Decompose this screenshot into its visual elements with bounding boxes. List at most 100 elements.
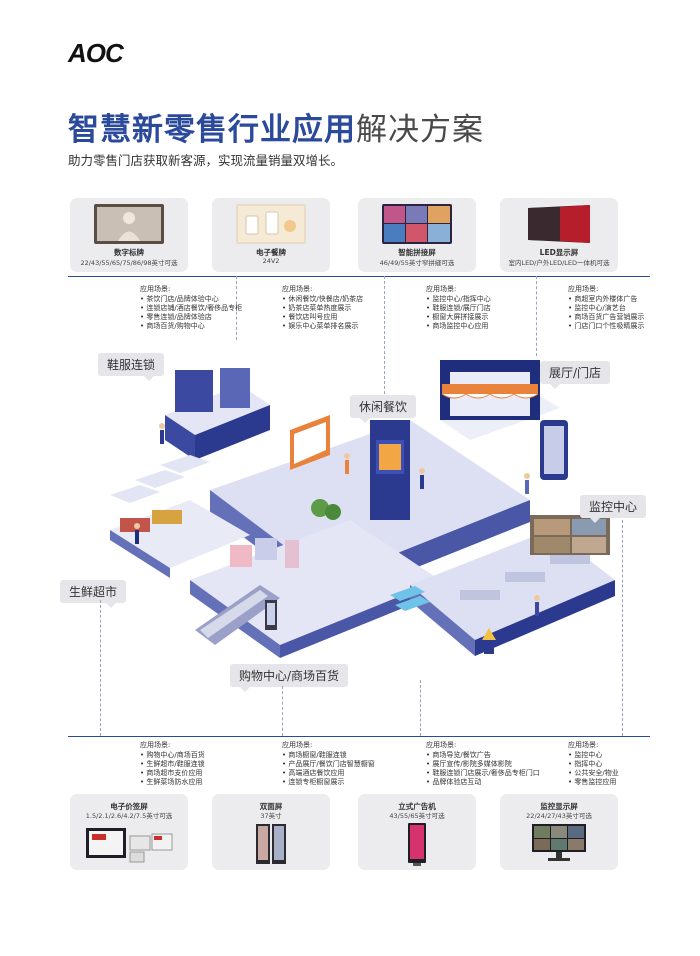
- page-title: 智慧新零售行业应用解决方案: [68, 104, 484, 149]
- product-name: 电子价签屏: [110, 802, 148, 811]
- scene-heading: 应用场景:: [282, 285, 313, 293]
- page-title-main: 智慧新零售行业应用: [68, 112, 356, 148]
- scene-item: 鞋服连锁门店展示/奢侈品专柜门口: [426, 769, 539, 778]
- standing-ad-thumbnail: [408, 823, 426, 866]
- scene-item: 门店门口个性吸睛展示: [568, 322, 644, 331]
- product-name: 电子餐牌: [256, 248, 286, 257]
- monitoring-display-thumbnail: [532, 824, 586, 861]
- zone-label-casual-dining: 休闲餐饮: [350, 395, 417, 423]
- scene-list: 应用场景: 监控中心 指挥中心 公共安全/物业 零售监控应用: [568, 741, 619, 787]
- product-card-double-sided-display: 双面屏 37英寸: [212, 794, 330, 870]
- product-card-video-wall: 智能拼接屏 46/49/55英寸窄拼缝可选: [358, 198, 476, 272]
- scene-list: 应用场景: 休闲餐饮/快餐店/奶茶店 奶茶店菜单热度展示 餐饮店叫号应用 娱乐中…: [282, 285, 363, 331]
- scene-item: 零售监控应用: [568, 778, 619, 787]
- product-spec: 46/49/55英寸窄拼缝可选: [379, 259, 455, 267]
- page-subtitle: 助力零售门店获取新客源，实现流量销量双增长。: [68, 153, 344, 168]
- product-name: 双面屏: [259, 802, 283, 811]
- product-spec: 室内LED/户外LED/LED一体机可选: [508, 259, 610, 267]
- store-isometric-illustration: [110, 360, 615, 658]
- scene-item: 商场百货广告营销展示: [568, 313, 644, 322]
- product-card-menu-board: 电子餐牌 24V2: [212, 198, 330, 272]
- scene-heading: 应用场景:: [282, 741, 313, 749]
- connector-line: [384, 276, 385, 394]
- scene-item: 高端酒店餐饮应用: [282, 769, 375, 778]
- scene-item: 商场橱窗/鞋服连锁: [282, 751, 375, 760]
- product-card-monitoring-display: 监控显示屏 22/24/27/43英寸可选: [500, 794, 618, 870]
- connector-line: [282, 686, 283, 736]
- zone-label-shoes-apparel: 鞋服连锁: [98, 353, 165, 381]
- scene-item: 奶茶店菜单热度展示: [282, 304, 363, 313]
- top-divider: [68, 276, 650, 277]
- product-spec: 24V2: [262, 257, 280, 265]
- scene-item: 茶饮门店/品牌体验中心: [140, 295, 242, 304]
- product-spec: 43/55/65英寸可选: [389, 812, 445, 820]
- scene-item: 连锁店铺/酒店餐饮/奢侈品专柜: [140, 304, 242, 313]
- menu-board-thumbnail: [236, 204, 306, 244]
- product-spec: 1.5/2.1/2.6/4.2/7.5英寸可选: [85, 812, 173, 820]
- scene-item: 娱乐中心菜单排名展示: [282, 322, 363, 331]
- product-name: LED显示屏: [539, 248, 579, 257]
- double-sided-thumbnail: [256, 824, 286, 864]
- product-name: 立式广告机: [398, 802, 436, 811]
- scene-item: 生鲜超市/鞋服连锁: [140, 760, 204, 769]
- scene-item: 商场导览/餐饮广告: [426, 751, 540, 760]
- scene-item: 展厅宣传/影院多媒体影院: [426, 760, 540, 769]
- scene-heading: 应用场景:: [568, 741, 599, 749]
- scene-item: 商超室内外楼体广告: [568, 295, 644, 304]
- product-spec: 22/24/27/43英寸可选: [526, 812, 592, 820]
- scene-item: 产品展厅/餐饮门店智慧橱窗: [282, 760, 374, 769]
- scene-list: 应用场景: 商超室内外楼体广告 监控中心/演艺台 商场百货广告营销展示 门店门口…: [568, 285, 644, 331]
- scene-item: 监控中心/演艺台: [568, 304, 644, 313]
- scene-list: 应用场景: 茶饮门店/品牌体验中心 连锁店铺/酒店餐饮/奢侈品专柜 零售连锁/品…: [140, 285, 242, 331]
- scene-list: 应用场景: 监控中心/指挥中心 鞋服连锁/展厅门店 橱窗大屏拼接展示 商场监控中…: [426, 285, 491, 331]
- product-spec: 37英寸: [260, 812, 282, 820]
- scene-item: 鞋服连锁/展厅门店: [426, 304, 490, 313]
- bottom-divider: [68, 736, 650, 737]
- product-name: 监控显示屏: [540, 802, 578, 811]
- product-name: 数字标牌: [114, 248, 144, 257]
- scene-item: 商场监控中心应用: [426, 322, 491, 331]
- scene-item: 商场百货/购物中心: [140, 322, 242, 331]
- scene-list: 应用场景: 购物中心/商场百货 生鲜超市/鞋服连锁 商场超市支价应用 生鲜菜场防…: [140, 741, 205, 787]
- zone-label-fresh-supermarket: 生鲜超市: [60, 580, 127, 608]
- product-card-standing-ad-player: 立式广告机 43/55/65英寸可选: [358, 794, 476, 870]
- scene-item: 指挥中心: [568, 760, 619, 769]
- scene-item: 品牌体验店互动: [426, 778, 540, 787]
- scene-heading: 应用场景:: [426, 285, 457, 293]
- scene-item: 餐饮店叫号应用: [282, 313, 363, 322]
- page-title-tail: 解决方案: [356, 112, 484, 148]
- digital-signage-thumbnail: [94, 204, 164, 244]
- connector-line: [622, 520, 623, 736]
- scene-item: 监控中心/指挥中心: [426, 295, 490, 304]
- zone-label-monitoring-center: 监控中心: [580, 495, 647, 523]
- shelf-label-thumbnail: [86, 828, 173, 863]
- product-card-led-display: LED显示屏 室内LED/户外LED/LED一体机可选: [500, 198, 618, 272]
- scene-item: 橱窗大屏拼接展示: [426, 313, 491, 322]
- scene-item: 零售连锁/品牌体验店: [140, 313, 242, 322]
- product-card-digital-signage: 数字标牌 22/43/55/65/75/86/98英寸可选: [70, 198, 188, 272]
- product-card-electronic-shelf-label: 电子价签屏 1.5/2.1/2.6/4.2/7.5英寸可选: [70, 794, 188, 870]
- product-spec: 22/43/55/65/75/86/98英寸可选: [80, 259, 178, 267]
- scene-item: 商场超市支价应用: [140, 769, 205, 778]
- connector-line: [536, 276, 537, 356]
- connector-line: [100, 600, 101, 736]
- scene-list: 应用场景: 商场导览/餐饮广告 展厅宣传/影院多媒体影院 鞋服连锁门店展示/奢侈…: [426, 741, 540, 787]
- scene-heading: 应用场景:: [140, 741, 171, 749]
- scene-heading: 应用场景:: [140, 285, 171, 293]
- product-name: 智能拼接屏: [398, 248, 436, 257]
- scene-heading: 应用场景:: [426, 741, 457, 749]
- scene-heading: 应用场景:: [568, 285, 599, 293]
- zone-label-showroom-store: 展厅/门店: [540, 361, 611, 389]
- scene-item: 购物中心/商场百货: [140, 751, 204, 760]
- scene-item: 休闲餐饮/快餐店/奶茶店: [282, 295, 363, 304]
- zone-label-shopping-mall: 购物中心/商场百货: [230, 664, 349, 692]
- video-wall-thumbnail: [382, 204, 452, 244]
- scene-item: 生鲜菜场防水应用: [140, 778, 205, 787]
- scene-item: 连锁专柜橱窗展示: [282, 778, 375, 787]
- scene-list: 应用场景: 商场橱窗/鞋服连锁 产品展厅/餐饮门店智慧橱窗 高端酒店餐饮应用 连…: [282, 741, 375, 787]
- connector-line: [420, 680, 421, 736]
- led-display-thumbnail: [528, 205, 590, 243]
- scene-item: 监控中心: [568, 751, 619, 760]
- aoc-logo: AOC: [68, 38, 124, 68]
- scene-item: 公共安全/物业: [568, 769, 618, 778]
